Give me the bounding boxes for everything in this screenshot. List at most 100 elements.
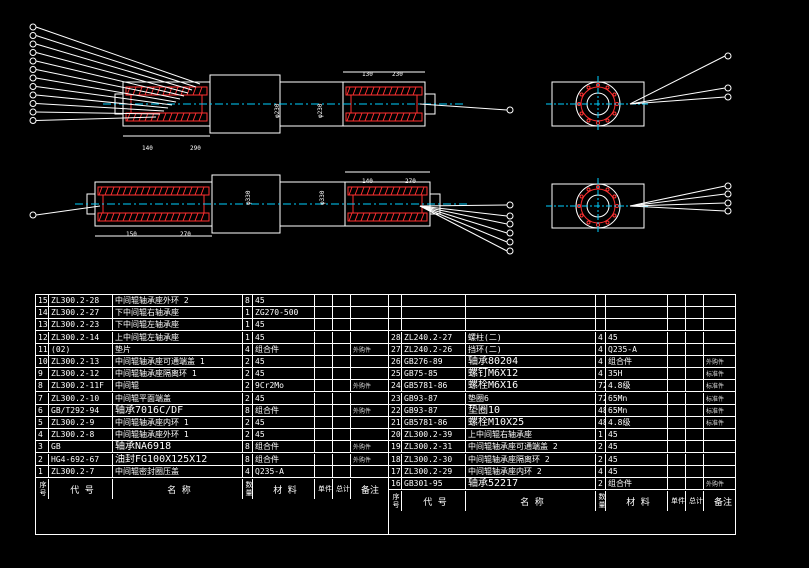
bom-cell-unit <box>667 307 686 319</box>
bom-cell-note <box>350 392 387 404</box>
bom-cell-note <box>350 307 387 319</box>
bom-cell-text: 1 <box>245 308 250 318</box>
bom-cell-text <box>668 394 670 403</box>
bom-cell-text: 组合件 <box>255 344 279 354</box>
end-view-bottom-bolt-hole <box>579 194 584 199</box>
dia-label-2: φ230 <box>317 103 324 118</box>
bom-cell-text: 4 <box>38 430 43 440</box>
bom-header-name: 名 称 <box>465 491 596 512</box>
bom-cell-text <box>315 430 317 439</box>
bom-cell-no: 12 <box>36 332 48 343</box>
bom-cell-text: 标准件 <box>706 395 725 403</box>
bom-header-note: 备注 <box>350 479 387 499</box>
bom-cell-text: 挡环(二) <box>468 344 502 354</box>
callout-balloon <box>724 52 732 60</box>
bom-cell-text: 65Mn <box>608 393 628 403</box>
bom-cell-text: 17 <box>391 466 401 476</box>
bom-cell-text <box>333 308 335 317</box>
bom-cell-text <box>333 442 335 451</box>
bom-cell-no: 13 <box>36 319 48 330</box>
callout-balloon <box>506 220 514 228</box>
bom-cell-note <box>350 319 387 331</box>
bom-cell-unit <box>314 453 333 465</box>
bom-cell-mat: 45 <box>605 429 668 441</box>
bom-cell-qty: 4 <box>595 331 606 343</box>
bom-cell-code: ZL300.2-27 <box>48 307 113 319</box>
end-view-bottom-bolt-hole <box>605 187 610 192</box>
bom-cell-text: 21 <box>391 418 401 427</box>
assembly-drawing: 140 290 130 230 150 270 140 270 φ230 φ23… <box>29 23 732 255</box>
bom-cell-text: 26 <box>391 357 401 366</box>
dim-bottom-right-1: 140 <box>362 178 373 185</box>
bom-cell-unit <box>314 392 333 404</box>
bottom-assembly-left-seal-bottom-hatch <box>122 212 127 222</box>
bom-cell-text: Q235-A <box>608 344 637 354</box>
bom-cell-text: 中间辊轴承座可通端盖 2 <box>468 442 558 452</box>
end-view-top-bolt-hole <box>605 118 610 123</box>
bom-cell-text <box>686 381 688 390</box>
bom-cell-text: 8 <box>245 405 250 415</box>
bom-cell-total <box>685 441 704 453</box>
bom-cell-text: 上中间辊右轴承座 <box>468 430 532 440</box>
bom-cell-text: 标准件 <box>706 371 725 379</box>
bom-cell-text <box>351 371 353 378</box>
bom-cell-text <box>668 455 670 464</box>
bom-header-text: 材 料 <box>626 497 650 508</box>
bom-cell-mat: 组合件 <box>252 453 315 465</box>
top-assembly-left-seal-bottom-hatch <box>198 112 203 122</box>
end-view-bottom-bolt-hole <box>605 220 610 225</box>
bom-cell-no: 28 <box>389 332 401 343</box>
bottom-assembly-left-seal-bottom-hatch <box>158 212 163 222</box>
end-view-top-bolt-hole <box>612 92 617 97</box>
bom-cell-text <box>596 296 598 305</box>
callout-leader <box>35 94 169 109</box>
callout-balloon <box>724 190 732 198</box>
bom-cell-text: 15 <box>38 296 48 305</box>
bom-cell-text: 11 <box>38 344 48 354</box>
bom-row <box>389 319 736 332</box>
bom-cell-mat: 65Mn <box>605 392 668 404</box>
bom-cell-text: 10 <box>38 357 48 366</box>
bom-cell-text <box>315 333 317 342</box>
bom-cell-text <box>315 455 317 464</box>
dim-top-left-1: 140 <box>142 145 153 152</box>
bom-cell-qty: 4 <box>242 465 253 477</box>
bom-cell-no: 26 <box>389 356 401 367</box>
bom-cell-text <box>351 420 353 427</box>
bom-cell-text <box>466 320 468 329</box>
callout-leader <box>35 103 165 112</box>
top-assembly-right-seal-bottom-hatch <box>376 112 381 122</box>
bom-header-unit: 单件 <box>314 479 333 499</box>
bom-header-code: 代 号 <box>401 491 466 512</box>
bom-cell-text <box>668 381 670 390</box>
bom-cell-unit <box>314 295 333 306</box>
bom-cell-text: 27 <box>391 344 401 354</box>
bom-cell-unit <box>667 404 686 416</box>
bom-cell-unit <box>314 380 333 392</box>
bom-cell-text: 45 <box>255 430 265 440</box>
bom-cell-code: GB75-85 <box>401 368 466 380</box>
dia-label-4: φ330 <box>319 190 326 205</box>
bottom-assembly-left-seal-bottom-hatch <box>146 212 151 222</box>
bom-cell-text <box>351 432 353 439</box>
bom-cell-qty <box>595 319 606 331</box>
bom-cell-total <box>332 356 351 367</box>
bom-cell-text <box>606 308 608 317</box>
bom-cell-text: ZL300.2-10 <box>51 393 100 403</box>
bom-cell-total <box>332 429 351 441</box>
bom-cell-note <box>350 429 387 441</box>
bom-cell-text <box>333 345 335 354</box>
top-assembly-right-seal-bottom-hatch <box>352 112 357 122</box>
callout-leader <box>629 185 726 207</box>
bom-cell-text: 标准件 <box>706 420 725 427</box>
bom-cell-text: GB93-87 <box>404 393 438 403</box>
bom-cell-mat: 组合件 <box>605 356 668 367</box>
bom-cell-text <box>315 308 317 317</box>
bom-cell-code: ZL300.2-31 <box>401 441 466 453</box>
bom-cell-text: 19 <box>391 442 401 452</box>
bom-cell-text: 2 <box>245 357 250 366</box>
end-view-bottom-bolt-hole <box>586 187 591 192</box>
bom-cell-note <box>703 343 740 355</box>
